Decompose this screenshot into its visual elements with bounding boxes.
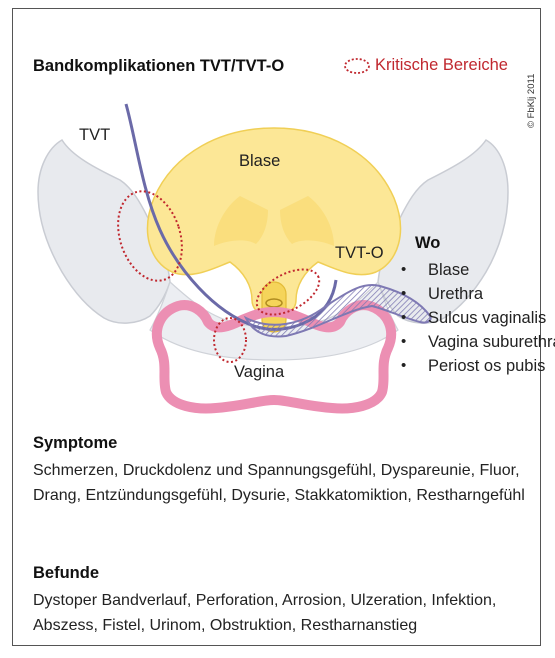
wo-list: Blase Urethra Sulcus vaginalis Vagina su…	[415, 258, 555, 378]
list-item: Urethra	[415, 282, 555, 306]
symptome-text: Schmerzen, Druckdolenz und Spannungsgefü…	[33, 458, 538, 508]
label-vagina: Vagina	[234, 363, 284, 382]
list-item: Periost os pubis	[415, 354, 555, 378]
symptome-heading: Symptome	[33, 434, 117, 453]
list-item: Sulcus vaginalis	[415, 306, 555, 330]
label-tvt-o: TVT-O	[335, 244, 384, 263]
befunde-text: Dystoper Bandverlauf, Perforation, Arros…	[33, 588, 538, 638]
wo-heading: Wo	[415, 234, 555, 253]
wo-section: Wo Blase Urethra Sulcus vaginalis Vagina…	[415, 234, 555, 378]
list-item: Vagina suburethral	[415, 330, 555, 354]
list-item: Blase	[415, 258, 555, 282]
befunde-heading: Befunde	[33, 564, 99, 583]
label-blase: Blase	[239, 152, 280, 171]
label-tvt: TVT	[79, 126, 110, 145]
